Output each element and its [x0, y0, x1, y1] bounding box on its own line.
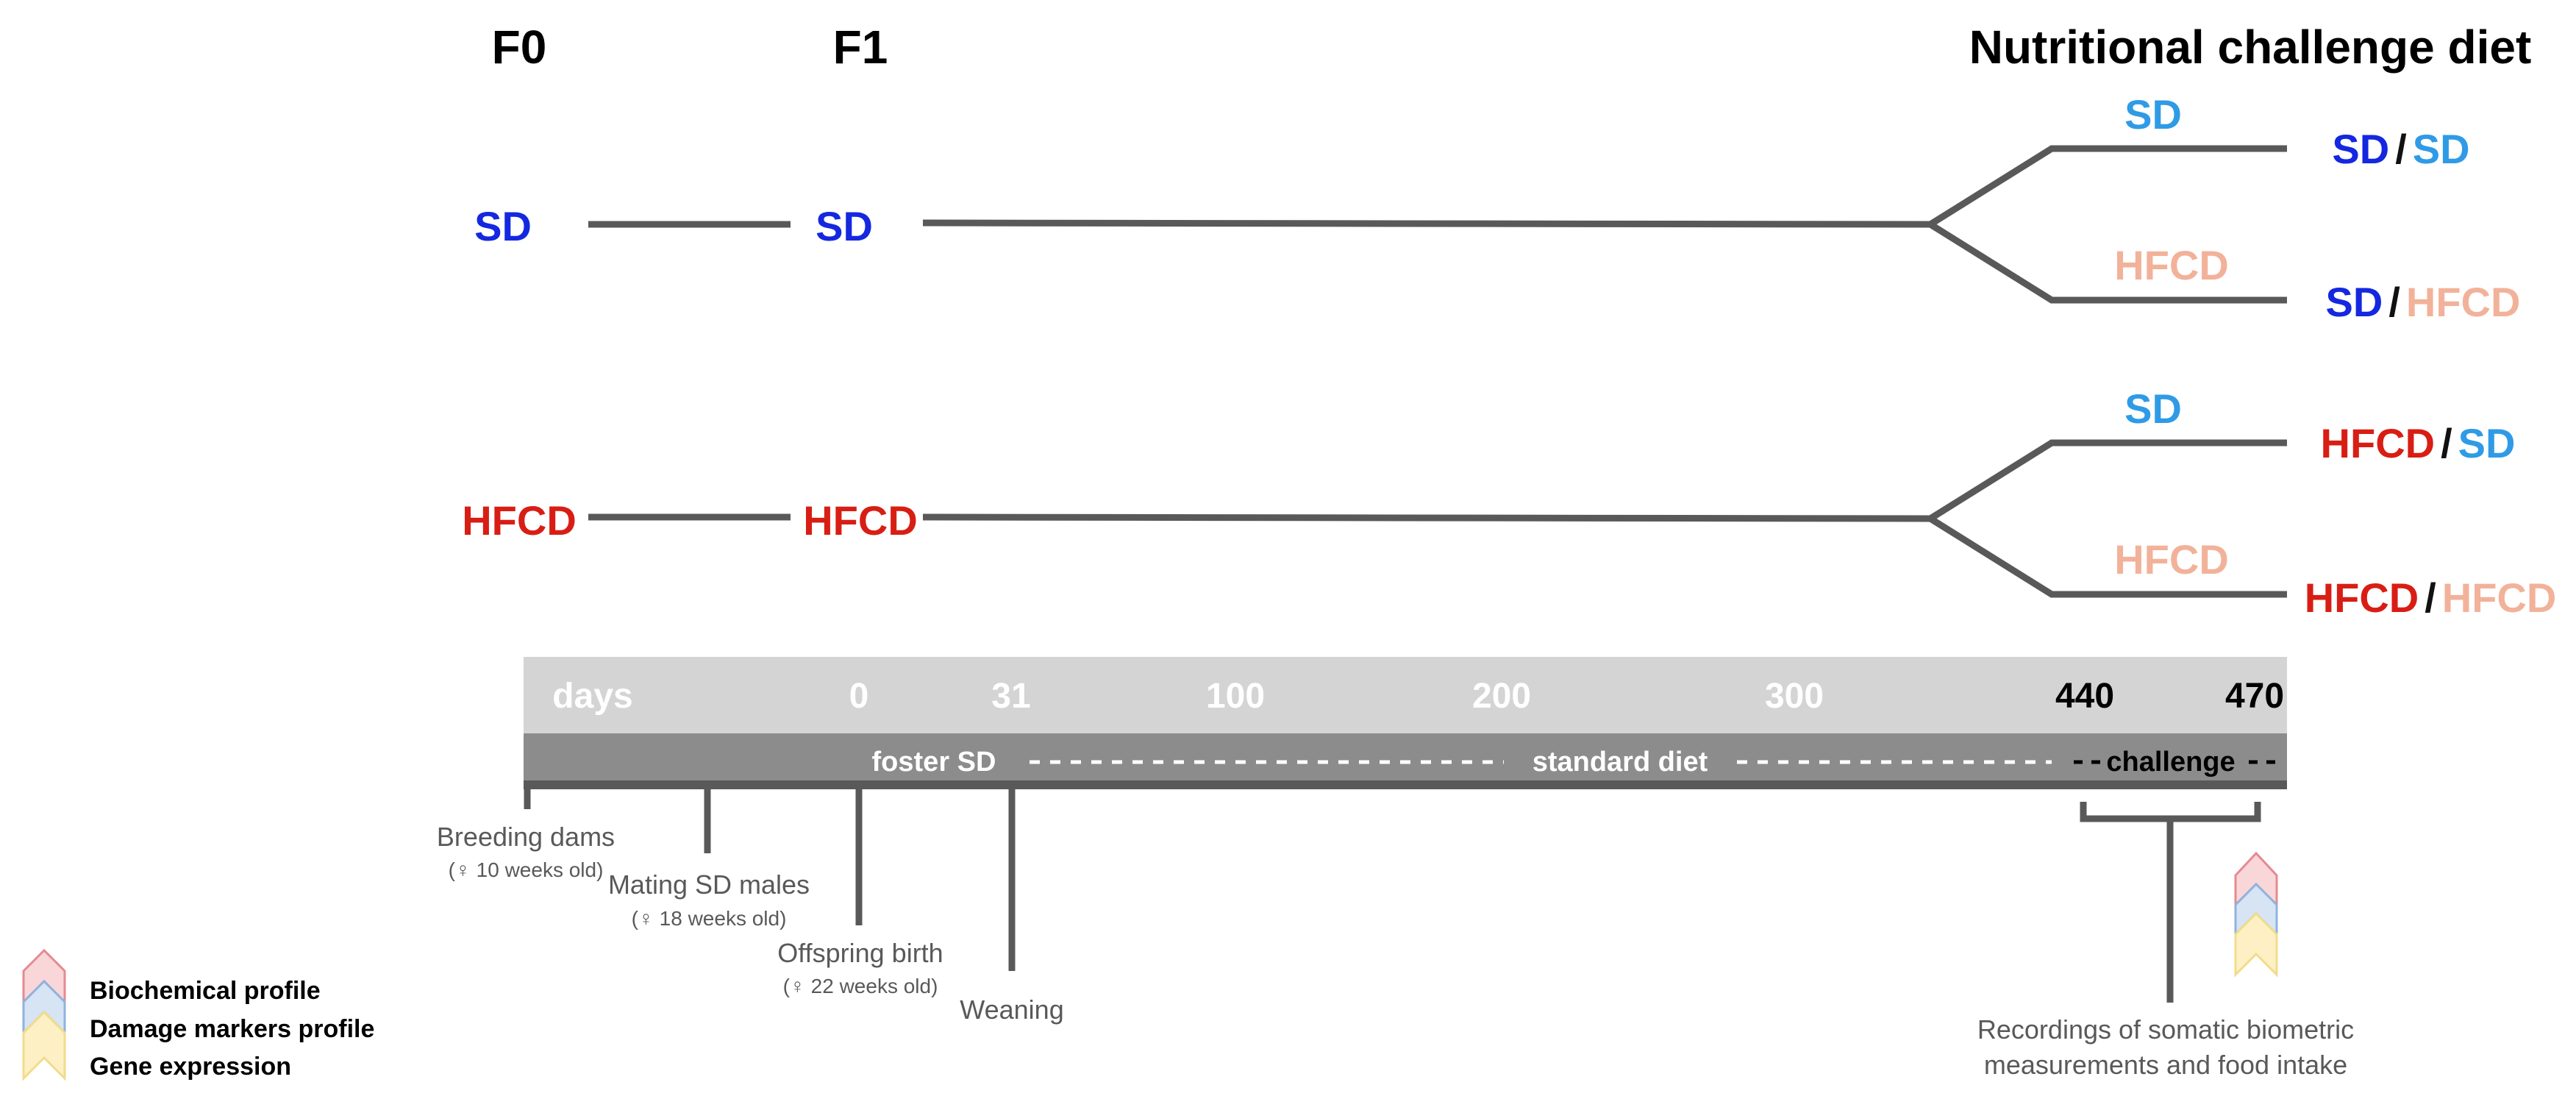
group-hfcd-sd-challenge: SD: [2458, 420, 2516, 466]
group-slash: /: [2388, 279, 2400, 325]
f0-sd-label: SD: [474, 203, 532, 249]
phase-foster: foster SD: [872, 747, 996, 778]
header-f0: F0: [492, 21, 547, 74]
timeline-phase-band: [524, 733, 2287, 780]
hfcd-branch-sd-label: SD: [2124, 385, 2182, 432]
legend-gene-label: Gene expression: [90, 1053, 291, 1081]
offspring-sub: (♀ 22 weeks old): [783, 975, 938, 997]
timeline-axis: [524, 780, 2287, 789]
gene-chevron-icon: [2234, 911, 2278, 978]
group-slash: /: [2425, 574, 2436, 621]
legend-damage-label: Damage markers profile: [90, 1015, 374, 1043]
sd-hfcd-branch: [1928, 221, 2287, 304]
group-slash: /: [2441, 420, 2452, 466]
phase-challenge: challenge: [2106, 747, 2235, 778]
timeline-days-band: [524, 657, 2287, 733]
challenge-bracket: [2080, 802, 2261, 822]
group-slash: /: [2395, 126, 2407, 172]
tick-470: 470: [2225, 677, 2284, 716]
sd-lineage-line: [922, 219, 1931, 228]
group-hfcd-hfcd-challenge: HFCD: [2442, 574, 2557, 621]
sd-branch-hfcd-label: HFCD: [2114, 242, 2229, 288]
group-sd-sd: SD/SD: [2332, 126, 2469, 172]
group-sd-hfcd: SD/HFCD: [2326, 279, 2521, 325]
phase-standard: standard diet: [1533, 747, 1708, 778]
weaning-label: Weaning: [960, 995, 1063, 1025]
sd-sd-branch: [1928, 145, 2287, 227]
breeding-sub: (♀ 10 weeks old): [449, 858, 604, 881]
group-hfcd-hfcd: HFCD/HFCD: [2305, 574, 2557, 621]
hfcd-branch-hfcd-label: HFCD: [2114, 536, 2229, 583]
group-hfcd-sd-f0: HFCD: [2321, 420, 2436, 466]
tick-440: 440: [2055, 677, 2114, 716]
mating-label: Mating SD males: [608, 869, 810, 900]
hfcd-lineage-line: [922, 513, 1931, 522]
f0-hfcd-label: HFCD: [462, 497, 577, 544]
tick-0: 0: [849, 677, 869, 716]
timeline-days-label: days: [552, 677, 632, 716]
recordings-line1: Recordings of somatic biometric: [1977, 1014, 2354, 1045]
recordings-line2: measurements and food intake: [1984, 1050, 2347, 1080]
legend-biochemical-label: Biochemical profile: [90, 977, 321, 1005]
mating-sub: (♀ 18 weeks old): [632, 907, 787, 930]
group-hfcd-hfcd-f0: HFCD: [2305, 574, 2419, 621]
hfcd-hfcd-branch: [1928, 516, 2287, 598]
tick-31: 31: [991, 677, 1030, 716]
offspring-label: Offspring birth: [777, 938, 943, 968]
tick-100: 100: [1206, 677, 1265, 716]
group-sd-sd-f0: SD: [2332, 126, 2389, 172]
group-hfcd-sd: HFCD/SD: [2321, 420, 2516, 466]
f1-sd-label: SD: [816, 203, 873, 249]
group-sd-hfcd-challenge: HFCD: [2406, 279, 2521, 325]
sd-branch-sd-label: SD: [2124, 91, 2182, 138]
tick-200: 200: [1472, 677, 1531, 716]
legend-gene-icon: [22, 1010, 66, 1081]
group-sd-hfcd-f0: SD: [2326, 279, 2383, 325]
f1-hfcd-label: HFCD: [803, 497, 918, 544]
breeding-label: Breeding dams: [437, 822, 615, 852]
header-f1: F1: [833, 21, 888, 74]
header-challenge: Nutritional challenge diet: [1969, 21, 2532, 74]
analysis-chevrons: [2234, 851, 2278, 978]
group-sd-sd-challenge: SD: [2413, 126, 2470, 172]
legend: Biochemical profile Damage markers profi…: [22, 948, 374, 1081]
tick-300: 300: [1765, 677, 1824, 716]
hfcd-sd-branch: [1928, 439, 2287, 522]
